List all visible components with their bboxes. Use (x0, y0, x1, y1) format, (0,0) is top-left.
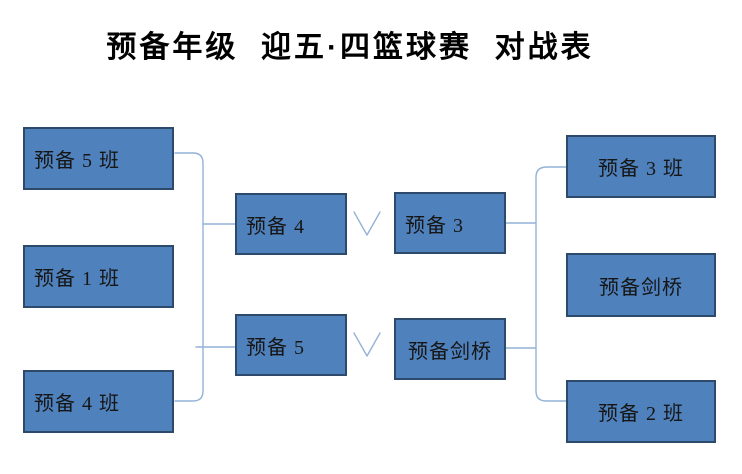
team-label: 预备 4 班 (34, 393, 120, 415)
connector-right-bracket (535, 166, 567, 402)
semifinal-box-yubei-jianqiao: 预备剑桥 (394, 318, 506, 380)
versus-chevron-bottom-icon (353, 332, 381, 357)
team-label: 预备 3 班 (598, 158, 684, 180)
team-box-yubei-4-ban: 预备 4 班 (23, 370, 174, 433)
team-label: 预备 5 班 (34, 150, 120, 172)
connector-left-bracket (174, 152, 204, 402)
semifinal-box-yubei-5: 预备 5 (235, 314, 347, 376)
team-label: 预备剑桥 (599, 276, 683, 299)
team-label: 预备剑桥 (408, 340, 492, 363)
team-box-yubei-1-ban: 预备 1 班 (23, 245, 174, 308)
team-box-yubei-jianqiao: 预备剑桥 (566, 253, 716, 317)
semifinal-box-yubei-4: 预备 4 (235, 193, 347, 255)
team-box-yubei-2-ban: 预备 2 班 (566, 380, 716, 443)
team-label: 预备 2 班 (598, 403, 684, 425)
team-box-yubei-3-ban: 预备 3 班 (566, 135, 716, 198)
page-title: 预备年级 迎五·四篮球赛 对战表 (106, 31, 594, 64)
team-label: 预备 5 (246, 336, 305, 359)
team-label: 预备 4 (246, 215, 305, 238)
team-label: 预备 3 (405, 214, 464, 237)
team-label: 预备 1 班 (34, 268, 120, 290)
semifinal-box-yubei-3: 预备 3 (394, 192, 506, 254)
versus-chevron-top-icon (353, 211, 381, 236)
team-box-yubei-5-ban: 预备 5 班 (23, 127, 174, 190)
